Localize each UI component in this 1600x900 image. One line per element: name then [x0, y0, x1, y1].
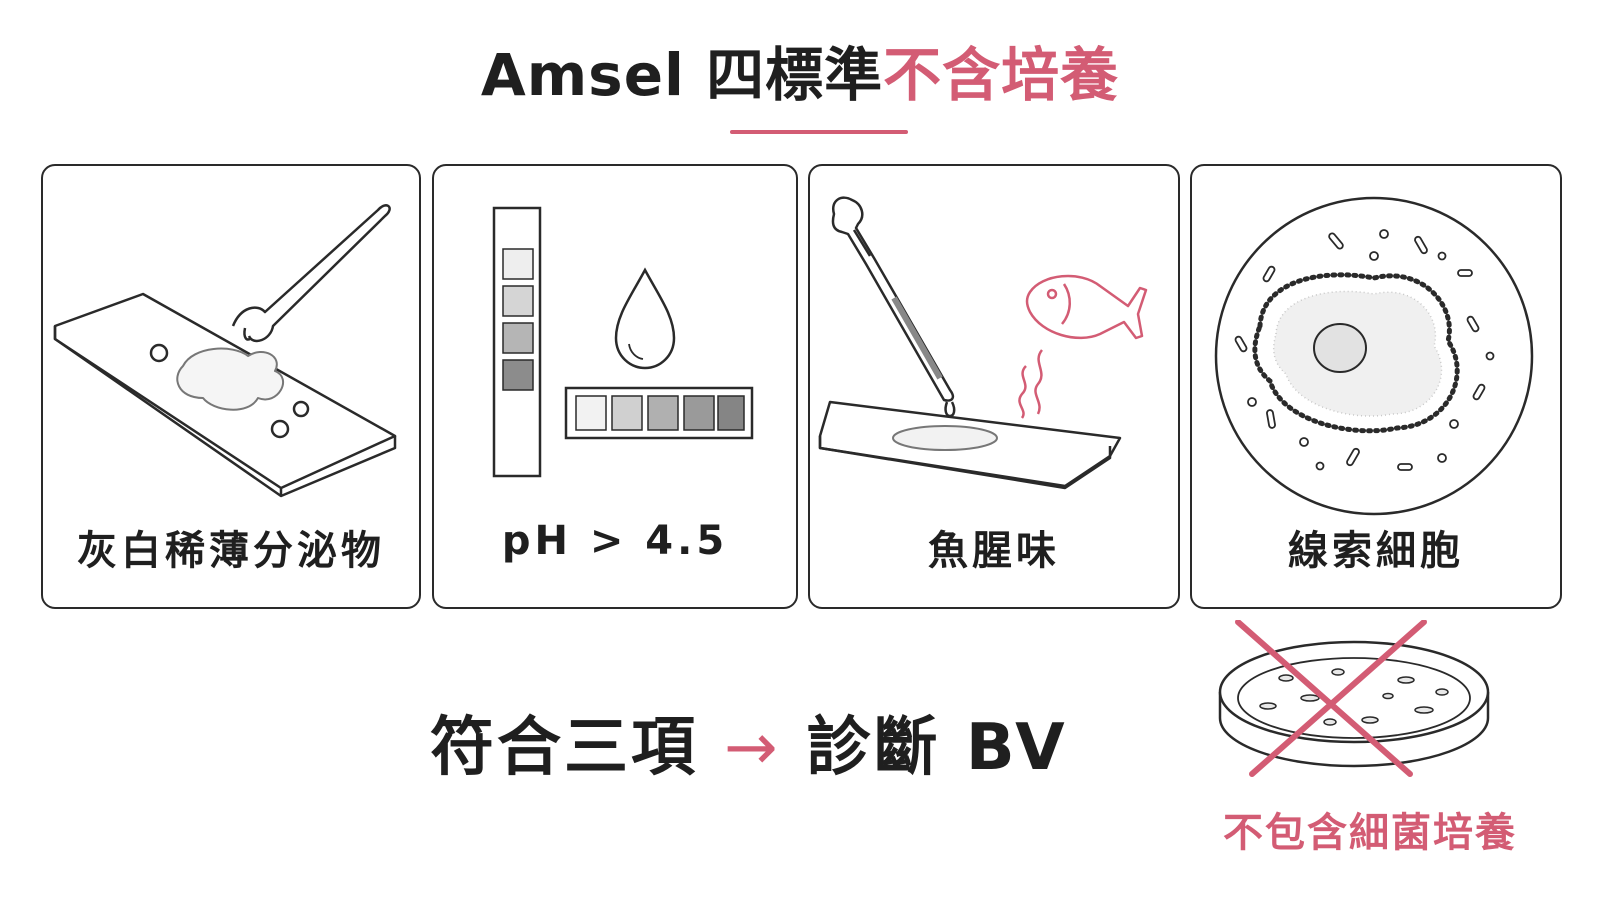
criterion-label: 線索細胞 — [1288, 528, 1464, 574]
diagnosis-rule: 符合三項 → 診斷 BV — [430, 696, 1068, 788]
criterion-label: 灰白稀薄分泌物 — [77, 528, 385, 574]
clue-cell-icon — [1214, 196, 1534, 516]
fishy-odor-icon — [818, 196, 1148, 490]
criterion-card-ph: pH > 4.5 — [432, 164, 798, 609]
crossed-petri-dish-icon — [1218, 620, 1490, 777]
criterion-card-discharge: 灰白稀薄分泌物 — [41, 164, 421, 609]
diagnosis-condition: 符合三項 — [430, 711, 698, 785]
title-underline — [730, 130, 908, 134]
criterion-label: pH > 4.5 — [501, 518, 729, 564]
criterion-label: 魚腥味 — [928, 528, 1060, 574]
slide-discharge-icon — [53, 204, 397, 498]
criterion-card-odor: 魚腥味 — [808, 164, 1180, 609]
ph-strip-icon — [492, 206, 754, 478]
title-main: Amsel 四標準 — [480, 41, 884, 109]
arrow-right-icon: → — [724, 711, 781, 785]
no-culture-label: 不包含細菌培養 — [1223, 810, 1517, 856]
criterion-card-clue-cells: 線索細胞 — [1190, 164, 1562, 609]
title-accent: 不含培養 — [883, 41, 1120, 109]
diagnosis-result: 診斷 BV — [806, 711, 1068, 785]
page-title: Amsel 四標準不含培養 — [0, 42, 1600, 109]
